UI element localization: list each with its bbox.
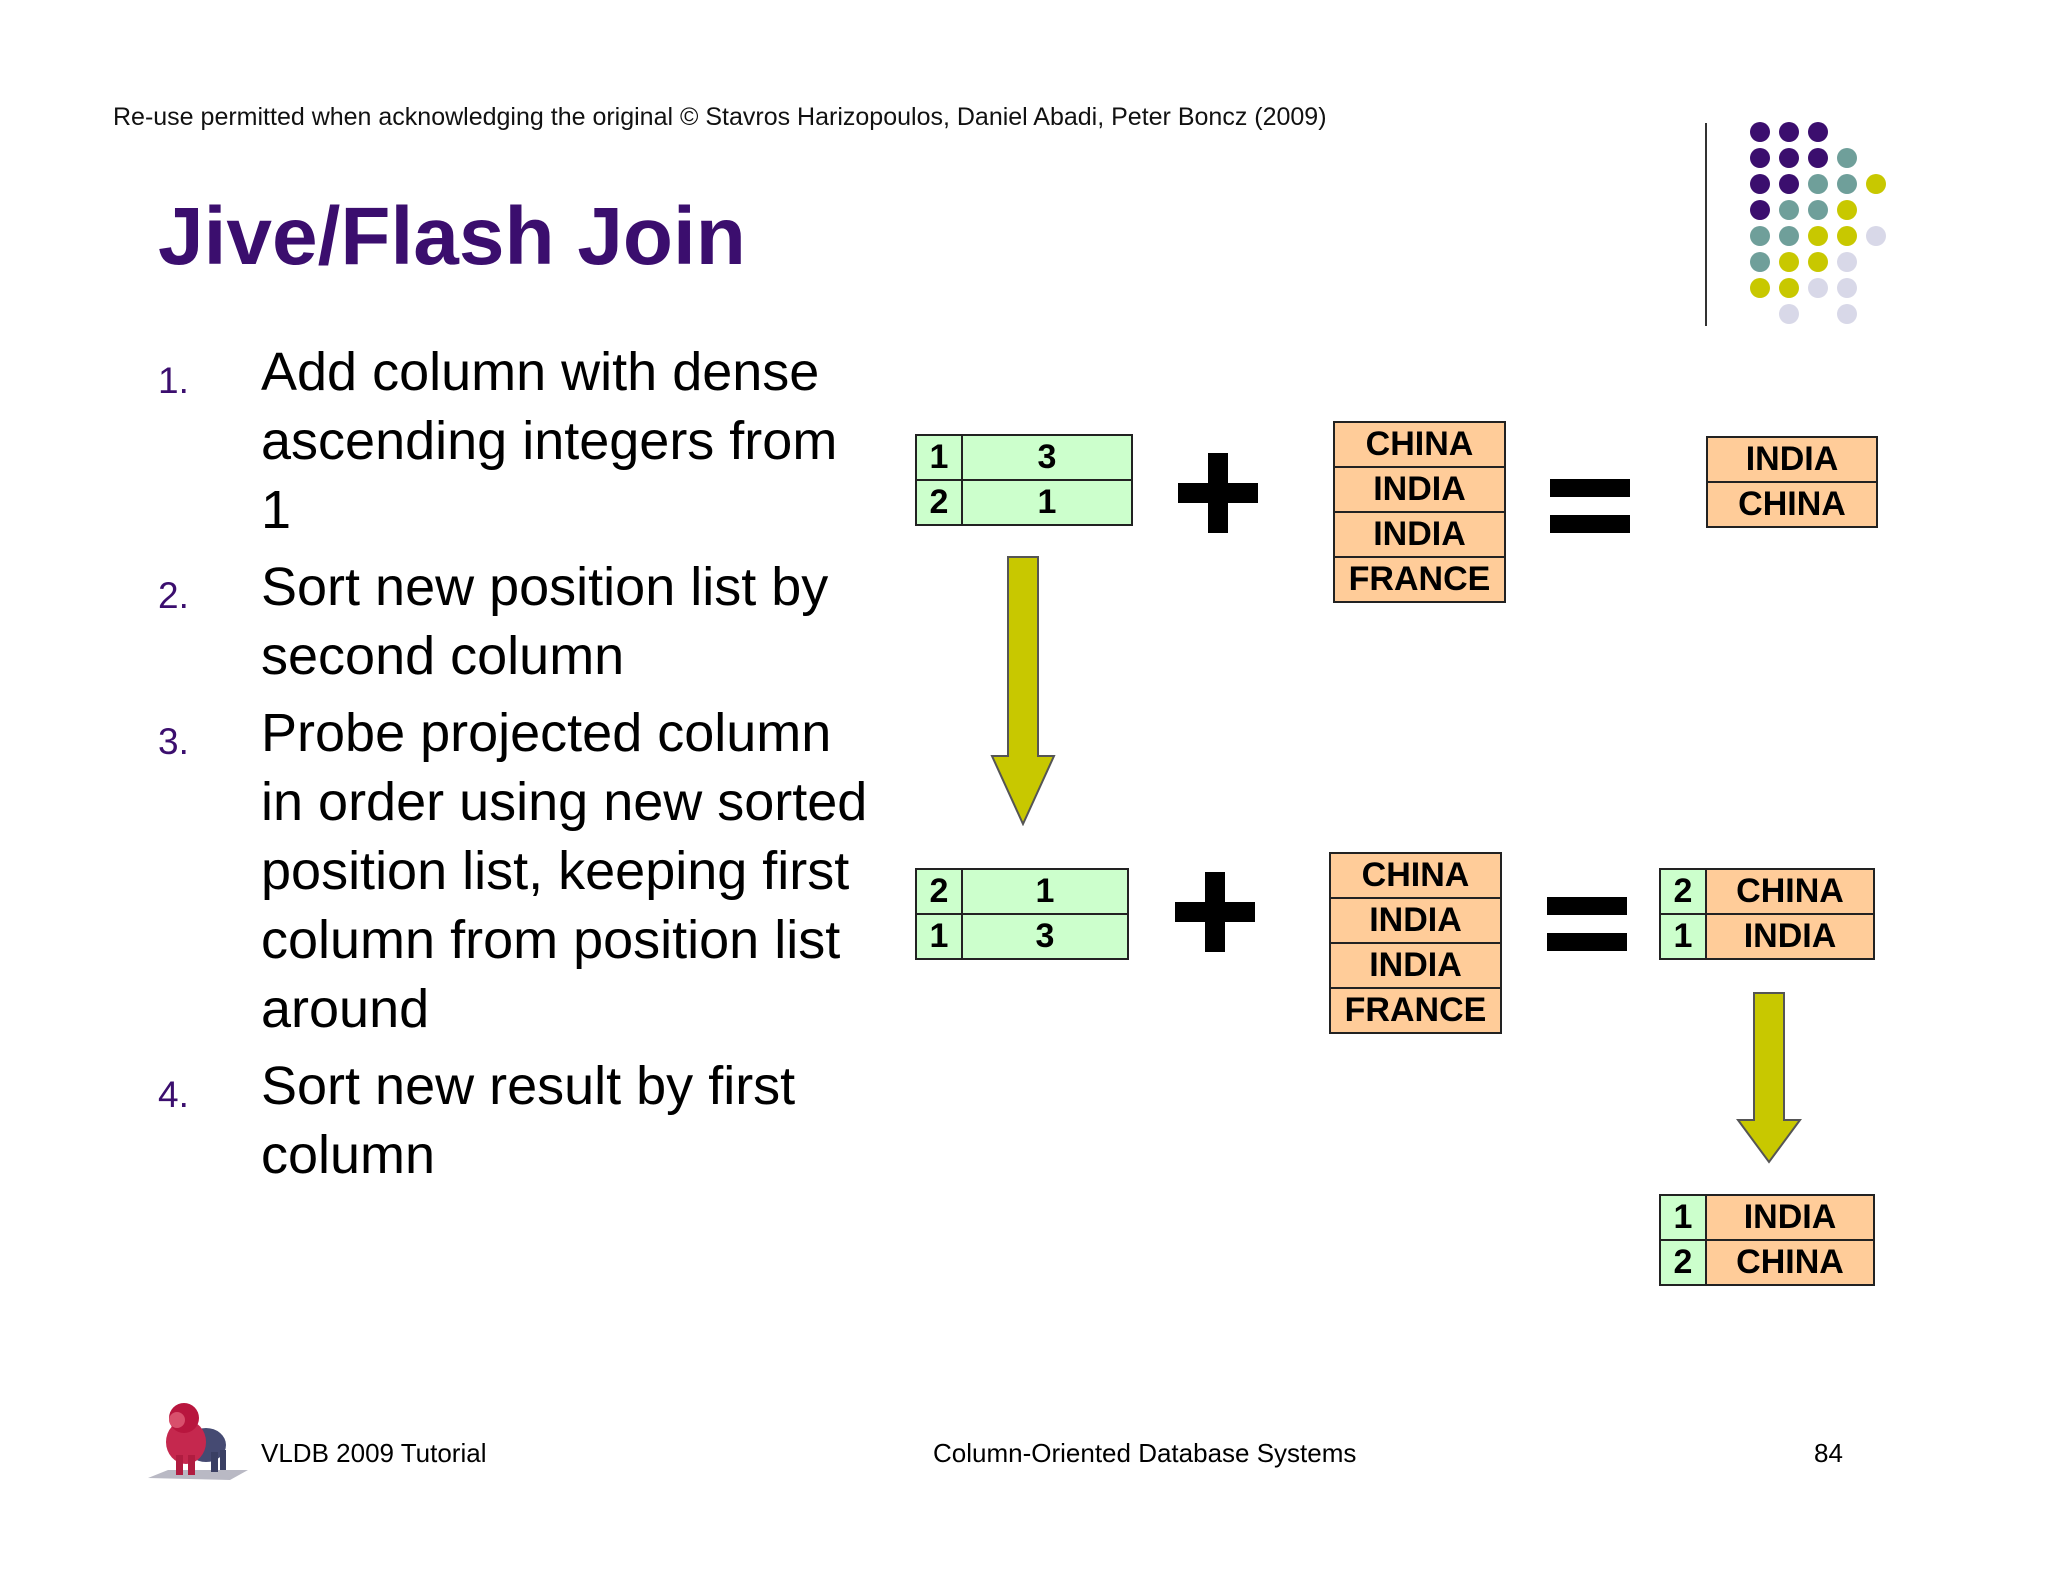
decorative-dot bbox=[1808, 226, 1828, 246]
step-number: 2. bbox=[158, 575, 189, 616]
decorative-dot bbox=[1779, 304, 1799, 324]
decorative-dot bbox=[1779, 148, 1799, 168]
decorative-dot bbox=[1779, 174, 1799, 194]
decorative-dot bbox=[1750, 148, 1770, 168]
decorative-dot bbox=[1750, 174, 1770, 194]
decorative-dot bbox=[1837, 252, 1857, 272]
result-cell: CHINA bbox=[1705, 1239, 1875, 1286]
plus-icon bbox=[1175, 872, 1255, 952]
position-cell: 2 bbox=[1659, 868, 1707, 915]
column-cell: INDIA bbox=[1329, 897, 1502, 944]
bottom-projected-column: CHINA INDIA INDIA FRANCE bbox=[1329, 852, 1502, 1034]
column-cell: INDIA bbox=[1329, 942, 1502, 989]
step-text: Probe projected column in order using ne… bbox=[261, 703, 868, 1039]
decorative-dot bbox=[1837, 304, 1857, 324]
column-cell: INDIA bbox=[1333, 466, 1506, 513]
decorative-dot bbox=[1808, 122, 1828, 142]
position-cell: 1 bbox=[915, 913, 963, 960]
position-cell: 1 bbox=[1659, 1194, 1707, 1241]
equals-icon bbox=[1550, 479, 1630, 533]
decorative-dot bbox=[1866, 226, 1886, 246]
step-number: 3. bbox=[158, 721, 189, 762]
result-cell: INDIA bbox=[1705, 1194, 1875, 1241]
column-cell: FRANCE bbox=[1333, 556, 1506, 603]
decorative-dot bbox=[1837, 226, 1857, 246]
step-text: Sort new position list by second column bbox=[261, 557, 829, 686]
decorative-dot bbox=[1779, 252, 1799, 272]
decorative-dot bbox=[1866, 174, 1886, 194]
final-result-table: 1 INDIA 2 CHINA bbox=[1659, 1194, 1875, 1286]
position-cell: 1 bbox=[1659, 913, 1707, 960]
result-cell: INDIA bbox=[1706, 436, 1878, 483]
column-cell: FRANCE bbox=[1329, 987, 1502, 1034]
decorative-dot bbox=[1750, 278, 1770, 298]
position-cell: 3 bbox=[961, 913, 1129, 960]
step-text: Sort new result by first column bbox=[261, 1056, 796, 1185]
decorative-dot bbox=[1808, 148, 1828, 168]
decorative-dot bbox=[1837, 148, 1857, 168]
slide-title: Jive/Flash Join bbox=[158, 191, 746, 282]
bottom-result-table: 2 CHINA 1 INDIA bbox=[1659, 868, 1875, 960]
decorative-dot bbox=[1808, 278, 1828, 298]
footer-tutorial: VLDB 2009 Tutorial bbox=[261, 1438, 487, 1468]
plus-icon bbox=[1178, 453, 1258, 533]
column-cell: INDIA bbox=[1333, 511, 1506, 558]
decorative-dot bbox=[1750, 226, 1770, 246]
step-item: 2. Sort new position list by second colu… bbox=[158, 553, 878, 691]
decorative-dot bbox=[1779, 278, 1799, 298]
position-cell: 2 bbox=[1659, 1239, 1707, 1286]
step-number: 4. bbox=[158, 1074, 189, 1115]
column-cell: CHINA bbox=[1333, 421, 1506, 468]
result-cell: CHINA bbox=[1706, 481, 1878, 528]
down-arrow-icon bbox=[1736, 992, 1802, 1164]
decorative-dot bbox=[1808, 174, 1828, 194]
step-item: 3. Probe projected column in order using… bbox=[158, 699, 878, 1044]
decorative-dot-grid bbox=[1750, 122, 1900, 332]
result-cell: CHINA bbox=[1705, 868, 1875, 915]
top-projected-column: CHINA INDIA INDIA FRANCE bbox=[1333, 421, 1506, 603]
decorative-dot bbox=[1779, 226, 1799, 246]
position-cell: 2 bbox=[915, 479, 963, 526]
decorative-dot bbox=[1750, 200, 1770, 220]
title-divider bbox=[1705, 123, 1707, 326]
decorative-dot bbox=[1837, 174, 1857, 194]
decorative-dot bbox=[1779, 122, 1799, 142]
position-cell: 3 bbox=[961, 434, 1133, 481]
lion-logo bbox=[148, 1403, 248, 1480]
step-number: 1. bbox=[158, 360, 189, 401]
step-item: 1. Add column with dense ascending integ… bbox=[158, 338, 878, 545]
decorative-dot bbox=[1837, 200, 1857, 220]
decorative-dot bbox=[1750, 252, 1770, 272]
step-item: 4. Sort new result by first column bbox=[158, 1052, 878, 1190]
sorted-position-list: 2 1 1 3 bbox=[915, 868, 1129, 960]
position-cell: 1 bbox=[961, 479, 1133, 526]
decorative-dot bbox=[1837, 278, 1857, 298]
top-result-column: INDIA CHINA bbox=[1706, 436, 1878, 528]
position-cell: 2 bbox=[915, 868, 963, 915]
copyright-notice: Re-use permitted when acknowledging the … bbox=[113, 103, 1327, 131]
column-cell: CHINA bbox=[1329, 852, 1502, 899]
result-cell: INDIA bbox=[1705, 913, 1875, 960]
position-cell: 1 bbox=[961, 868, 1129, 915]
position-cell: 1 bbox=[915, 434, 963, 481]
footer-course-title: Column-Oriented Database Systems bbox=[933, 1438, 1357, 1468]
step-list: 1. Add column with dense ascending integ… bbox=[158, 338, 878, 1198]
step-text: Add column with dense ascending integers… bbox=[261, 342, 838, 540]
decorative-dot bbox=[1750, 122, 1770, 142]
page-number: 84 bbox=[1814, 1438, 1843, 1468]
decorative-dot bbox=[1808, 200, 1828, 220]
top-position-list: 1 3 2 1 bbox=[915, 434, 1133, 526]
decorative-dot bbox=[1808, 252, 1828, 272]
down-arrow-icon bbox=[990, 556, 1056, 826]
decorative-dot bbox=[1779, 200, 1799, 220]
equals-icon bbox=[1547, 897, 1627, 951]
